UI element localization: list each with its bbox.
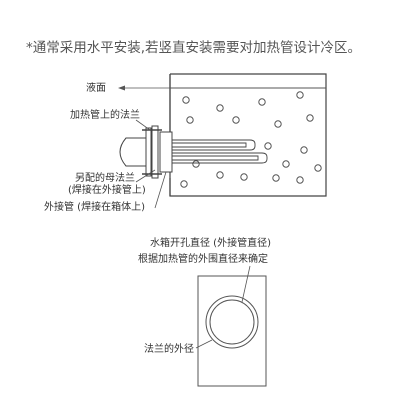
bubble-3 <box>296 91 304 99</box>
label-flange-outer-diameter: 法兰的外径 <box>144 342 194 355</box>
heating-tubes <box>172 139 268 164</box>
bubble-9 <box>300 146 308 154</box>
bubble-11 <box>216 171 224 179</box>
mating-flange <box>151 125 159 179</box>
leader-flange-outer <box>195 339 213 349</box>
label-heater-flange: 加热管上的法兰 <box>70 108 140 121</box>
bubble-1 <box>216 104 224 112</box>
bubble-7 <box>306 114 314 122</box>
installation-note: *通常采用水平安装,若竖直安装需要对加热管设计冷区。 <box>26 40 362 56</box>
bubble-13 <box>282 160 290 168</box>
bubble-16 <box>272 174 280 182</box>
label-hole-basis: 根据加热管的外围直径来确定 <box>138 252 268 265</box>
bubble-5 <box>232 116 240 124</box>
bubble-12 <box>240 173 248 181</box>
bubble-0 <box>182 96 190 104</box>
bubbles-group <box>180 91 322 188</box>
leader-heater-flange <box>135 119 151 131</box>
label-hole-diameter: 水箱开孔直径 (外接管直径) <box>150 236 271 249</box>
label-mating-flange-note: (焊接在外接管上) <box>68 183 146 196</box>
leader-mating-flange <box>135 169 156 183</box>
bubble-14 <box>314 164 322 172</box>
leader-outer-pipe <box>154 171 167 209</box>
bubble-15 <box>180 180 188 188</box>
bubble-2 <box>258 98 266 106</box>
label-liquid-surface: 液面 <box>86 81 106 94</box>
bubble-10 <box>192 160 200 168</box>
leader-hole-diameter <box>241 265 251 303</box>
bubble-6 <box>274 120 282 128</box>
label-mating-flange: 另配的母法兰 <box>75 171 135 184</box>
bubble-17 <box>296 176 304 184</box>
outer-pipe <box>159 131 173 173</box>
liquid-surface-arrowhead <box>118 85 125 91</box>
bubble-4 <box>186 116 194 124</box>
heater-flange <box>145 127 152 177</box>
bubble-8 <box>264 142 272 150</box>
label-outer-pipe: 外接管 (焊接在箱体上) <box>44 200 145 213</box>
hole-circle <box>209 299 255 345</box>
terminal-head <box>119 137 147 167</box>
